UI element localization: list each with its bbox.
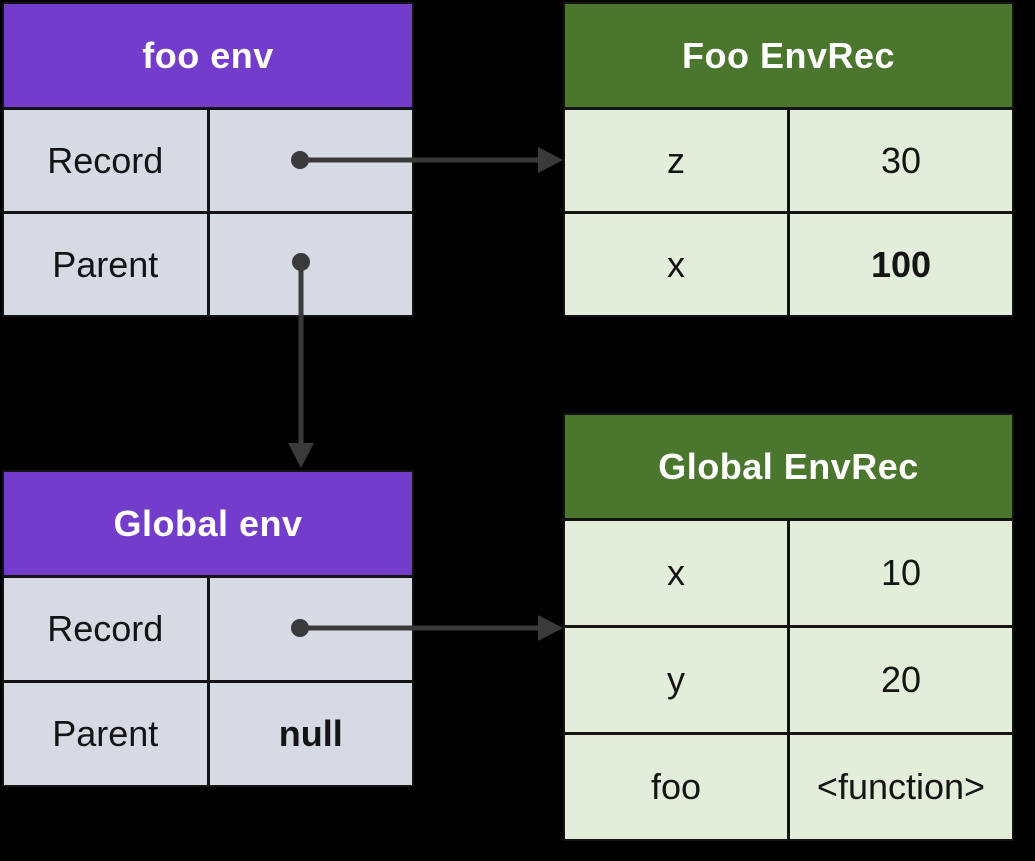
foo-env-title: foo env	[142, 34, 274, 76]
global-envrec-y-value-cell: 20	[790, 628, 1012, 732]
foo-env-parent-pointer-cell	[209, 214, 412, 315]
global-envrec-foo-key-cell: foo	[565, 735, 787, 839]
global-envrec-x-value-cell: 10	[790, 521, 1012, 625]
foo-env-header: foo env	[4, 4, 412, 107]
foo-envrec-x-value-cell: 100	[790, 214, 1012, 315]
global-env-header: Global env	[4, 472, 412, 575]
global-envrec-x-key-cell: x	[565, 521, 787, 625]
global-envrec-header: Global EnvRec	[565, 415, 1012, 518]
global-envrec-title: Global EnvRec	[658, 445, 919, 487]
arrowhead-icon	[538, 615, 563, 641]
foo-envrec-z-value-cell: 30	[790, 110, 1012, 211]
global-env-record-label-cell: Record	[4, 578, 207, 680]
global-envrec-y-key-cell: y	[565, 628, 787, 732]
global-env-record-pointer-cell	[209, 578, 412, 680]
foo-env-table: foo env Record Parent	[2, 2, 414, 317]
arrowhead-icon	[538, 147, 563, 173]
foo-envrec-x-key-cell: x	[565, 214, 787, 315]
foo-env-parent-label-cell: Parent	[4, 214, 207, 315]
foo-envrec-title: Foo EnvRec	[681, 34, 896, 76]
arrowhead-icon	[288, 443, 314, 468]
foo-envrec-z-key-cell: z	[565, 110, 787, 211]
global-env-parent-label-cell: Parent	[4, 683, 207, 785]
foo-env-record-label-cell: Record	[4, 110, 207, 211]
foo-envrec-header: Foo EnvRec	[565, 4, 1012, 107]
foo-env-record-pointer-cell	[209, 110, 412, 211]
global-env-table: Global env Record Parent null	[2, 470, 414, 787]
global-env-parent-value-cell: null	[209, 683, 412, 785]
global-env-title: Global env	[113, 502, 303, 544]
foo-envrec-table: Foo EnvRec z 30 x 100	[563, 2, 1014, 317]
global-envrec-table: Global EnvRec x 10 y 20 foo <function>	[563, 413, 1014, 841]
global-envrec-foo-value-cell: <function>	[790, 735, 1012, 839]
